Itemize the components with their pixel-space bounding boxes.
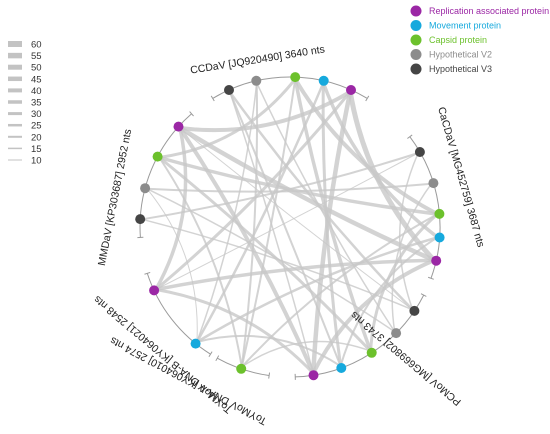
width-legend-value: 50 xyxy=(31,63,42,74)
similarity-link xyxy=(347,91,437,263)
similarity-link xyxy=(179,127,414,311)
legend-marker xyxy=(410,63,422,75)
genome-arc-tick xyxy=(208,351,213,358)
protein-node-ccdav-v3[interactable] xyxy=(224,85,234,95)
similarity-link xyxy=(240,82,259,368)
similarity-link xyxy=(178,126,316,374)
width-legend-value: 45 xyxy=(31,74,42,85)
protein-node-ccdav-mp[interactable] xyxy=(318,75,329,86)
genome-label: MMDaV [KP303687] 2952 nts xyxy=(96,128,134,267)
width-legend-value: 15 xyxy=(31,144,42,155)
legend-label: Hypothetical V3 xyxy=(429,64,492,74)
similarity-link xyxy=(155,152,419,290)
genome-label: CCDaV [JQ920490] 3640 nts xyxy=(189,43,325,76)
protein-node-mmdav-cp[interactable] xyxy=(152,151,163,162)
protein-node-cacdav-mp[interactable] xyxy=(434,232,445,243)
protein-node-mmdav-v3[interactable] xyxy=(135,214,146,225)
protein-node-pcmov-mp[interactable] xyxy=(336,363,347,373)
similarity-link xyxy=(310,91,353,374)
protein-node-cacdav-v3[interactable] xyxy=(414,147,425,157)
legend-marker xyxy=(410,5,422,17)
similarity-link xyxy=(146,188,198,343)
similarity-link xyxy=(398,152,419,311)
protein-node-mmdav-rep[interactable] xyxy=(173,121,184,132)
protein-node-cacdav-rep[interactable] xyxy=(431,255,442,266)
protein-node-ccdav-v2[interactable] xyxy=(251,75,262,86)
protein-node-ccdav-rep[interactable] xyxy=(346,85,356,95)
legend-marker xyxy=(410,20,422,31)
protein-node-toymova-cp[interactable] xyxy=(236,363,247,374)
protein-node-toymovb-mp[interactable] xyxy=(190,338,201,349)
width-legend-value: 40 xyxy=(31,86,42,97)
protein-node-pcmov-v3[interactable] xyxy=(409,305,420,316)
similarity-link xyxy=(241,213,438,368)
protein-node-pcmov-v2[interactable] xyxy=(391,328,402,339)
genome-arc-tick xyxy=(420,293,427,297)
similarity-link xyxy=(240,78,297,368)
genome-arc-tick xyxy=(407,134,413,139)
width-legend-value: 30 xyxy=(31,109,42,120)
legend-marker xyxy=(410,34,422,46)
genome-label: CaCDaV [MG452759] 3687 nts xyxy=(435,106,487,249)
width-legend-value: 35 xyxy=(31,98,42,109)
similarity-link xyxy=(179,90,352,133)
similarity-link xyxy=(155,288,315,375)
similarity-link xyxy=(195,82,325,343)
similarity-link xyxy=(158,156,243,368)
similarity-link xyxy=(154,127,188,291)
genome-arc-tick xyxy=(144,271,151,275)
protein-node-pcmov-cp[interactable] xyxy=(366,347,377,358)
similarity-link xyxy=(178,126,436,263)
genome-arc-tick xyxy=(427,276,434,280)
protein-node-toymovb-rep[interactable] xyxy=(149,285,160,296)
genome-arc xyxy=(146,273,211,355)
width-legend-value: 10 xyxy=(31,156,42,167)
protein-node-pcmov-rep[interactable] xyxy=(308,370,319,381)
similarity-link xyxy=(158,155,438,216)
protein-node-mmdav-v2[interactable] xyxy=(140,183,151,194)
similarity-link xyxy=(391,183,433,332)
similarity-link xyxy=(154,90,352,291)
legend-label: Replication associated protein xyxy=(429,6,549,16)
legend-label: Capsid protein xyxy=(429,35,487,45)
legend-label: Hypothetical V2 xyxy=(429,50,492,60)
similarity-link xyxy=(241,340,371,368)
similarity-link xyxy=(158,156,372,353)
genome-arc-tick xyxy=(210,95,215,102)
width-legend-value: 60 xyxy=(31,40,42,51)
genome-arc-tick xyxy=(189,111,194,117)
genome-arc-tick xyxy=(268,372,271,379)
similarity-links xyxy=(142,78,439,375)
genome-arc-tick xyxy=(215,355,220,362)
protein-nodes xyxy=(135,72,445,381)
protein-node-cacdav-v2[interactable] xyxy=(428,178,439,189)
similarity-link xyxy=(159,78,297,159)
genome-arc-tick xyxy=(365,95,370,102)
width-legend-value: 20 xyxy=(31,132,42,143)
width-legend-value: 25 xyxy=(31,121,42,132)
similarity-link xyxy=(256,82,396,333)
genome-label: PCMoV [MG669802] 3743 nts xyxy=(349,309,464,408)
legend-label: Movement protein xyxy=(429,21,501,31)
width-legend-value: 55 xyxy=(31,51,42,62)
protein-node-cacdav-cp[interactable] xyxy=(434,208,445,219)
protein-node-ccdav-cp[interactable] xyxy=(290,72,301,83)
legend-marker xyxy=(410,49,422,60)
similarity-link xyxy=(293,78,439,216)
